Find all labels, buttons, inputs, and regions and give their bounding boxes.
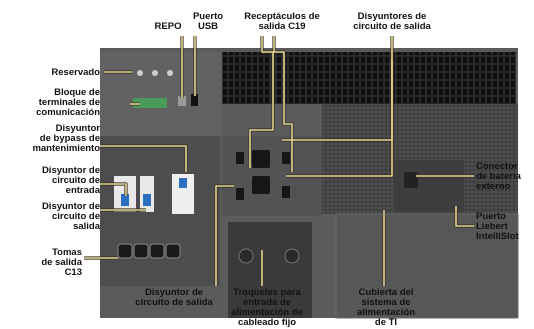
c19-breaker-4 bbox=[282, 186, 290, 198]
it-cover-plate bbox=[335, 213, 519, 319]
bypass-breaker bbox=[172, 174, 194, 214]
label-terminal-block: Bloque de terminales de comunicación bbox=[36, 87, 100, 118]
label-intellislot: Puerto Liebert IntelliSlot bbox=[476, 212, 519, 242]
knockout-plate bbox=[228, 222, 312, 318]
label-output-breakers-top: Disyuntores de circuito de salida bbox=[353, 11, 431, 32]
c13-outlet-3 bbox=[149, 243, 165, 259]
c19-receptacle-upper bbox=[252, 150, 270, 168]
c13-outlet-1 bbox=[117, 243, 133, 259]
terminal-block bbox=[133, 98, 167, 108]
upper-left-plate bbox=[100, 52, 222, 136]
usb-port bbox=[191, 94, 198, 106]
c19-breaker-2 bbox=[236, 188, 244, 200]
label-output-breaker-bottom: Disyuntor de circuito de salida bbox=[135, 287, 213, 308]
input-breaker-switch bbox=[121, 194, 129, 206]
reserved-screw-2 bbox=[152, 70, 158, 76]
label-input-breaker: Disyuntor de circuito de entrada bbox=[41, 165, 100, 196]
label-it-cover: Cubierta del sistema de alimentación de … bbox=[356, 287, 416, 328]
output-breaker-switch bbox=[143, 194, 151, 206]
c19-breaker-3 bbox=[282, 152, 290, 164]
reserved-screw-1 bbox=[137, 70, 143, 76]
reserved-screw-3 bbox=[167, 70, 173, 76]
battery-connector-plug bbox=[404, 172, 418, 188]
label-reserved: Reservado bbox=[51, 67, 100, 78]
label-battery-connector: Conector de batería externo bbox=[476, 162, 521, 192]
c19-breaker-1 bbox=[236, 152, 244, 164]
bypass-breaker-switch bbox=[179, 178, 187, 188]
label-repo: REPO bbox=[154, 21, 182, 32]
top-vent bbox=[222, 52, 516, 104]
label-c13: Tomas de salida C13 bbox=[41, 247, 82, 278]
label-bypass-breaker: Disyuntor de bypass de mantenimiento bbox=[32, 123, 100, 154]
leader-lines bbox=[84, 36, 474, 286]
label-knockouts: Troqueles para entrada de alimentación d… bbox=[231, 287, 303, 328]
label-usb: Puerto USB bbox=[192, 11, 224, 32]
c13-outlet-4 bbox=[165, 243, 181, 259]
knockout-left bbox=[238, 248, 254, 264]
knockout-right bbox=[284, 248, 300, 264]
repo-port bbox=[178, 96, 186, 106]
c19-receptacle-lower bbox=[252, 176, 270, 194]
label-c19: Receptáculos de salida C19 bbox=[244, 11, 320, 32]
c13-outlet-2 bbox=[133, 243, 149, 259]
label-output-breaker-left: Disyuntor de circuito de salida bbox=[41, 201, 100, 232]
